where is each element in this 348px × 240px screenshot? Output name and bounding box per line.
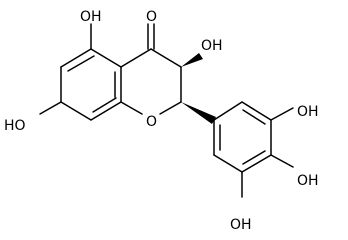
oh-5-prime-label: OH xyxy=(230,217,252,233)
bond xyxy=(213,101,243,121)
oh-4-prime-label: OH xyxy=(297,173,319,189)
oh-5-label: OH xyxy=(80,9,102,25)
bond xyxy=(92,97,117,113)
oh-3-label: OH xyxy=(201,38,223,54)
wedge-bond xyxy=(181,102,216,124)
bond xyxy=(60,101,92,121)
bond xyxy=(213,154,243,173)
ring-oxygen-label: O xyxy=(146,114,157,130)
bond xyxy=(60,48,92,68)
bond xyxy=(241,101,272,121)
bond xyxy=(270,107,294,121)
bond xyxy=(159,101,182,115)
wedge-bond xyxy=(181,53,203,67)
oh-3-prime-label: OH xyxy=(297,104,319,120)
oh-7-label: HO xyxy=(4,118,26,134)
bond xyxy=(67,55,95,72)
bond xyxy=(241,154,272,173)
bond xyxy=(242,109,266,125)
ketone-oxygen-label: O xyxy=(146,9,157,25)
bond xyxy=(120,101,143,115)
bond xyxy=(242,150,266,165)
bond xyxy=(90,101,122,121)
bond xyxy=(150,48,182,68)
bond xyxy=(39,101,62,115)
bond xyxy=(90,48,122,68)
bond xyxy=(270,154,294,168)
bond xyxy=(120,48,152,68)
